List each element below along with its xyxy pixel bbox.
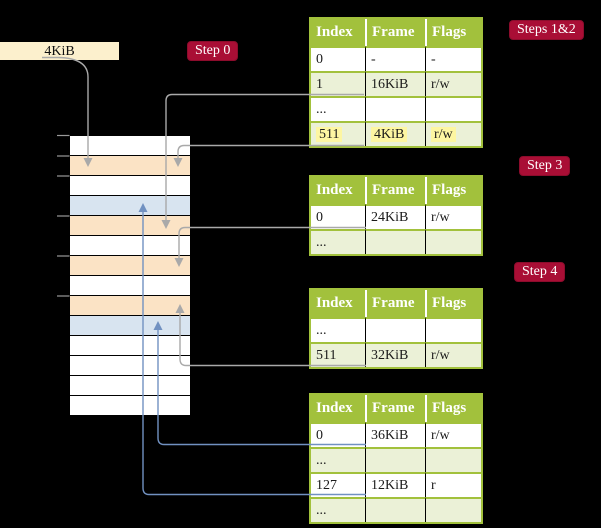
table-cell <box>425 447 481 472</box>
table-cell <box>365 447 425 472</box>
table-cell <box>365 229 425 254</box>
table-cell: 4KiB <box>365 121 425 146</box>
table-cell: r/w <box>425 204 481 229</box>
highlighted-value: r/w <box>431 127 456 142</box>
badge-step-4: Step 4 <box>514 262 566 282</box>
table-cell: 0 <box>311 204 365 229</box>
memory-frame-row-peach <box>70 216 190 236</box>
table-cell: r/w <box>425 342 481 367</box>
header-cell-flags: Flags <box>425 19 481 46</box>
header-cell-frame: Frame <box>365 395 425 422</box>
memory-frame-row-white <box>70 336 190 356</box>
table-cell: ... <box>311 497 365 522</box>
table-cell: 36KiB <box>365 422 425 447</box>
memory-frame-row-blue <box>70 196 190 216</box>
header-cell-flags: Flags <box>425 290 481 317</box>
memory-frame-row-white <box>70 276 190 296</box>
header-cell-index: Index <box>311 395 365 422</box>
table-cell <box>425 497 481 522</box>
memory-frame-row-white <box>70 356 190 376</box>
header-cell-frame: Frame <box>365 177 425 204</box>
badge-step-3: Step 3 <box>519 156 571 176</box>
table-row: ... <box>311 96 481 121</box>
header-cell-frame: Frame <box>365 290 425 317</box>
physical-memory-column <box>69 135 191 416</box>
table-cell <box>425 229 481 254</box>
table-cell <box>365 317 425 342</box>
table-cell: ... <box>311 96 365 121</box>
memory-frame-row-blue <box>70 316 190 336</box>
table-cell: ... <box>311 447 365 472</box>
header-cell-index: Index <box>311 290 365 317</box>
memory-frame-row-peach <box>70 296 190 316</box>
table-row: ... <box>311 317 481 342</box>
cr3-register-box: 4KiB <box>0 42 119 60</box>
table-cell: 511 <box>311 342 365 367</box>
badge-steps-1-2: Steps 1&2 <box>509 20 584 40</box>
header-cell-index: Index <box>311 19 365 46</box>
table-cell <box>425 96 481 121</box>
memory-frame-row-white <box>70 136 190 156</box>
table-cell: 1 <box>311 71 365 96</box>
header-cell-flags: Flags <box>425 395 481 422</box>
table-cell: r/w <box>425 71 481 96</box>
table-cell <box>365 96 425 121</box>
table-cell: r <box>425 472 481 497</box>
table-cell: 0 <box>311 46 365 71</box>
table-cell: 16KiB <box>365 71 425 96</box>
table-row: 511 4KiB r/w <box>311 121 481 146</box>
table-row: ... <box>311 497 481 522</box>
highlighted-value: 4KiB <box>371 127 408 142</box>
header-cell-frame: Frame <box>365 19 425 46</box>
table-cell <box>425 317 481 342</box>
memory-frame-row-white <box>70 176 190 196</box>
table-cell: - <box>365 46 425 71</box>
table-cell: 127 <box>311 472 365 497</box>
table-cell: 511 <box>311 121 365 146</box>
header-cell-flags: Flags <box>425 177 481 204</box>
table-cell: r/w <box>425 121 481 146</box>
header-cell-index: Index <box>311 177 365 204</box>
memory-frame-row-white <box>70 396 190 415</box>
memory-frame-row-white <box>70 236 190 256</box>
memory-frame-row-white <box>70 376 190 396</box>
table-row: ... <box>311 229 481 254</box>
table-row: ... <box>311 447 481 472</box>
highlighted-value: 511 <box>316 127 343 142</box>
table-cell: 32KiB <box>365 342 425 367</box>
table-cell: 12KiB <box>365 472 425 497</box>
memory-frame-row-peach <box>70 156 190 176</box>
memory-frame-row-peach <box>70 256 190 276</box>
table-cell: ... <box>311 317 365 342</box>
table-cell: ... <box>311 229 365 254</box>
table-row: 0-- <box>311 46 481 71</box>
table-cell: 0 <box>311 422 365 447</box>
table-cell: r/w <box>425 422 481 447</box>
badge-step-0: Step 0 <box>187 41 239 61</box>
table-cell: 24KiB <box>365 204 425 229</box>
table-cell <box>365 497 425 522</box>
table-cell: - <box>425 46 481 71</box>
